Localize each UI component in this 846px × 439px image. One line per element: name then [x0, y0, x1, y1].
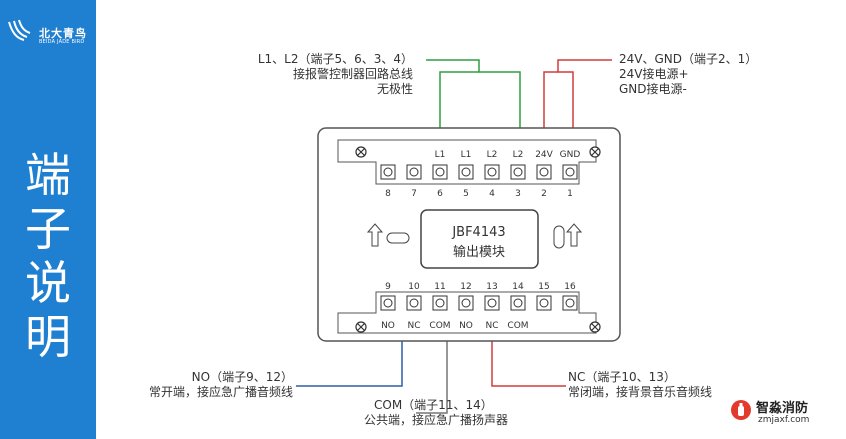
terminal-name: GND: [560, 150, 581, 160]
terminal-number: 8: [385, 189, 391, 199]
terminal-number: 2: [541, 189, 547, 199]
terminal-number: 13: [486, 282, 497, 292]
nc-wire: [491, 341, 566, 387]
screw-icon: [355, 146, 367, 158]
screw-icon: [589, 321, 601, 333]
bus-label-note: 无极性: [376, 82, 413, 96]
screw-icon: [355, 321, 367, 333]
nc-label: NC（端子10、13） 常闭端，接背景音乐音频线: [568, 370, 712, 400]
terminal-name: L1: [435, 150, 446, 160]
com-label: COM（端子11、14） 公共端，接应急广播扬声器: [364, 398, 508, 428]
no-label-desc: 常开端，接应急广播音频线: [148, 385, 293, 399]
terminal-name: COM: [429, 321, 450, 331]
key-slot-icon: [553, 225, 565, 249]
model-label-box: [420, 209, 539, 269]
right-indicator: [553, 223, 583, 249]
terminal-number: 11: [434, 282, 445, 292]
bottom-terminal-screws: [380, 295, 578, 311]
module-name: 输出模块: [453, 244, 505, 260]
left-indicator: [366, 223, 410, 247]
terminal-name: NC: [407, 321, 420, 331]
power-label-neg: GND接电源-: [619, 82, 687, 96]
terminal-name: NO: [459, 321, 473, 331]
power-label-title: 24V、GND（端子2、1）: [619, 52, 758, 66]
top-terminal-screws: [380, 164, 578, 180]
bird-logo-icon: [8, 19, 31, 41]
no-wire: [296, 341, 403, 387]
power-label: 24V、GND（端子2、1） 24V接电源+ GND接电源-: [619, 52, 757, 97]
terminal-number: 16: [564, 282, 576, 292]
terminal-number: 4: [489, 189, 495, 199]
watermark-url: zmjaxf.com: [758, 415, 810, 425]
com-wire: [416, 341, 448, 414]
power-label-pos: 24V接电源+: [619, 67, 689, 81]
terminal-name: NO: [381, 321, 395, 331]
no-label-title: NO（端子9、12）: [191, 370, 293, 384]
bus-label-desc: 接报警控制器回路总线: [292, 67, 413, 81]
terminal-name: COM: [507, 321, 528, 331]
title-char: 子: [25, 202, 71, 256]
no-label: NO（端子9、12） 常开端，接应急广播音频线: [149, 370, 293, 400]
title-char: 端: [25, 148, 71, 202]
mount-screws: [355, 146, 601, 333]
terminal-diagram: L1 L1 L2 L2 24V GND 8 7 6 5 4 3 2 1 9 10…: [96, 0, 846, 439]
terminal-number: 12: [460, 282, 471, 292]
bus-label-title: L1、L2（端子5、6、3、4）: [257, 52, 413, 66]
brand-logo: 北大青鸟 BEIDA JADE BIRD: [6, 18, 94, 56]
terminal-number: 3: [515, 189, 521, 199]
module-model: JBF4143: [451, 225, 505, 240]
terminal-name: NC: [485, 321, 498, 331]
terminal-number: 9: [385, 282, 391, 292]
terminal-number: 15: [538, 282, 549, 292]
arrow-up-icon: [366, 223, 384, 247]
watermark-title: 智淼消防: [756, 401, 809, 416]
sidebar: 北大青鸟 BEIDA JADE BIRD 端 子 说 明: [0, 0, 96, 439]
com-label-desc: 公共端，接应急广播扬声器: [364, 413, 509, 427]
wiring-svg: L1 L1 L2 L2 24V GND 8 7 6 5 4 3 2 1 9 10…: [296, 59, 621, 414]
page-title: 端 子 说 明: [18, 148, 78, 364]
screw-icon: [589, 146, 601, 158]
bottom-terminal-plate: [337, 291, 597, 334]
title-char: 明: [25, 310, 71, 364]
nc-label-title: NC（端子10、13）: [568, 370, 676, 384]
terminal-number: 1: [567, 189, 573, 199]
terminal-name: L1: [461, 150, 472, 160]
terminal-number: 6: [437, 189, 443, 199]
terminal-number: 7: [411, 189, 417, 199]
terminal-number: 5: [463, 189, 469, 199]
bus-label: L1、L2（端子5、6、3、4） 接报警控制器回路总线 无极性: [258, 52, 413, 97]
terminal-name: 24V: [535, 150, 553, 160]
terminal-number: 14: [512, 282, 524, 292]
arrow-up-icon: [565, 223, 583, 247]
com-label-title: COM（端子11、14）: [374, 398, 493, 412]
nc-label-desc: 常闭端，接背景音乐音频线: [568, 385, 713, 399]
terminal-number: 10: [408, 282, 420, 292]
title-char: 说: [25, 256, 71, 310]
terminal-name: L2: [487, 150, 498, 160]
brand-name-en: BEIDA JADE BIRD: [39, 39, 85, 45]
terminal-name: L2: [513, 150, 524, 160]
brand-name-cn: 北大青鸟: [39, 27, 87, 40]
led-slot-icon: [386, 232, 410, 244]
fire-extinguisher-icon: [731, 400, 751, 420]
watermark: 智淼消防 zmjaxf.com: [730, 397, 840, 431]
